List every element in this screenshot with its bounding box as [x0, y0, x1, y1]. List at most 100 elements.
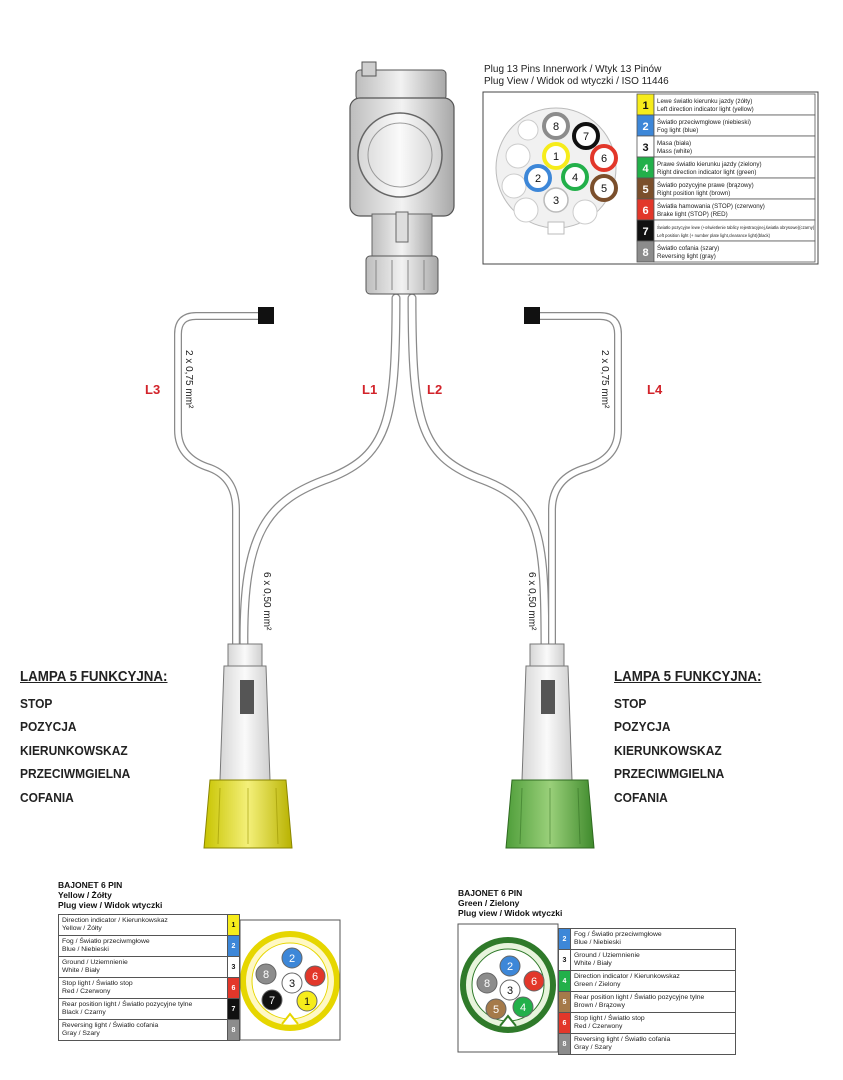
plug13-legend-num: 7 — [642, 226, 648, 238]
lampa-left-item-pozycja: POZYCJA — [20, 719, 77, 734]
plug13-pin-label-6: 6 — [601, 153, 607, 165]
cable-l2-outline — [407, 293, 550, 655]
plug13-pin-4: 4 — [561, 163, 589, 191]
bajonet-green-pin-6: 6 — [523, 970, 545, 992]
bajonet-yellow-legend-en: Stop light / Światło stop — [62, 980, 133, 987]
bajonet-yellow-legend-swatch: 8 — [227, 1019, 240, 1041]
cable-l4 — [529, 313, 621, 653]
bajonet-yellow-legend-en: Fog / Światło przeciwmgłowe — [62, 938, 150, 945]
spec-l3: 2 x 0,75 mm² — [183, 350, 194, 409]
bajonet-yellow-pin-2: 2 — [281, 947, 303, 969]
lampa-left-item-kierunkowskaz: KIERUNKOWSKAZ — [20, 742, 128, 758]
bajonet-green-heading: BAJONET 6 PIN Green / Zielony Plug view … — [458, 888, 562, 918]
plug13-title-line1: Plug 13 Pins Innerwork / Wtyk 13 Pinów — [484, 64, 662, 75]
plug13-legend-pl: Światła hamowania (STOP) (czerwony) — [657, 202, 765, 210]
plug13-legend-num: 8 — [642, 247, 648, 259]
bajonet-green-legend-pl: Blue / Niebieski — [574, 939, 621, 946]
bajonet-green-pin-label-8: 8 — [484, 978, 490, 990]
lampa-left-item-stop: STOP — [20, 695, 53, 711]
bajonet-yellow-legend-en: Direction indicator / Kierunkowskaz — [62, 917, 168, 924]
plug13-legend-num: 5 — [642, 184, 648, 196]
bajonet-yellow-pin-label-7: 7 — [269, 995, 275, 1007]
bajonet-yellow-connector — [203, 643, 293, 849]
plug13-pin-5: 5 — [590, 174, 618, 202]
bajonet-green-legend-swatch: 4 — [558, 970, 571, 992]
bajonet-green-legend-pl: Green / Zielony — [574, 981, 621, 988]
lampa-left-item-cofania: COFANIA — [20, 789, 74, 805]
bajonet-green-legend-pl: Red / Czerwony — [574, 1023, 623, 1030]
plug13-legend-en: Right direction indicator light (green) — [657, 169, 756, 176]
bajonet-green-legend-swatch: 8 — [558, 1033, 571, 1055]
plug13-legend-num: 1 — [642, 100, 648, 112]
plug13-pin-label-1: 1 — [553, 151, 559, 163]
bajonet-yellow-pin-label-1: 1 — [304, 996, 310, 1008]
plug13-legend-pl: Światło przeciwmgłowe (niebieski) — [657, 118, 751, 126]
bajonet-green-legend-en: Direction indicator / Kierunkowskaz — [574, 973, 680, 980]
lampa-right-item-pozycja: POZYCJA — [614, 719, 671, 734]
spec-right-thick: 6 x 0,50 mm² — [526, 572, 537, 631]
plug13-legend-row-7: 7 Światło pozycyjne lewe (+oświetlenie ta… — [636, 219, 816, 242]
bajonet-yellow-legend-en: Ground / Uziemnienie — [62, 959, 128, 966]
bajonet-green-pin-8: 8 — [476, 972, 498, 994]
cable-l3 — [175, 313, 265, 653]
lampa-left-heading: LAMPA 5 FUNKCYJNA: — [20, 669, 168, 685]
bajonet-yellow-pin-8: 8 — [255, 963, 277, 985]
cable-l2 — [408, 294, 549, 654]
plug13-legend-en: Brake light (STOP) (RED) — [657, 211, 728, 218]
bajonet-green-pin-5: 5 — [485, 998, 507, 1020]
bajonet-yellow-legend-pl: Yellow / Żółty — [62, 925, 102, 932]
cable-l3-terminal — [258, 307, 274, 324]
lampa-left-item-przeciwmgielna: PRZECIWMGIELNA — [20, 766, 131, 781]
plug13-legend-num: 4 — [642, 163, 649, 175]
bajonet-yellow-title3: Plug view / Widok wtyczki — [58, 900, 163, 910]
bajonet-yellow-title1: BAJONET 6 PIN — [58, 880, 123, 890]
plug13-legend-pl: Prawe światło kierunku jazdy (zielony) — [657, 161, 762, 168]
bajonet-yellow-legend-swatch: 3 — [227, 956, 240, 978]
bajonet-yellow-face-frame — [239, 919, 341, 1041]
lampa-right-item-cofania: COFANIA — [614, 789, 668, 805]
bajonet-yellow-pin-6: 6 — [304, 965, 326, 987]
bajonet-yellow-legend-swatch: 2 — [227, 935, 240, 957]
bajonet-yellow-pin-label-2: 2 — [289, 953, 295, 965]
lampa-left: LAMPA 5 FUNKCYJNA: STOP POZYCJA KIERUNKO… — [20, 666, 167, 809]
bajonet-green-legend-en: Ground / Uziemnienie — [574, 952, 640, 959]
plug13-pin-2: 2 — [524, 164, 552, 192]
bajonet-yellow-legend-swatch: 7 — [227, 998, 240, 1020]
bajonet-green-pin-label-2: 2 — [507, 961, 513, 973]
lampa-right-item-stop: STOP — [614, 695, 647, 711]
plug13-legend-pl: Światło pozycyjne lewe (+oświetlenie tab… — [657, 225, 815, 230]
bajonet-green-pin-label-6: 6 — [531, 976, 537, 988]
plug13-legend-pl: Lewe światło kierunku jazdy (żółty) — [657, 98, 752, 105]
plug13-legend-row-4: 4 Prawe światło kierunku jazdy (zielony)R… — [636, 156, 816, 179]
plug13-legend-pl: Światło cofania (szary) — [657, 244, 719, 252]
spec-left-thick: 6 x 0,50 mm² — [261, 572, 272, 631]
plug13-legend-pl: Światło pozycyjne prawe (brązowy) — [657, 181, 754, 189]
plug13-pin-label-5: 5 — [601, 183, 607, 195]
bajonet-yellow-heading: BAJONET 6 PIN Yellow / Żółty Plug view /… — [58, 880, 162, 910]
lampa-right: LAMPA 5 FUNKCYJNA: STOP POZYCJA KIERUNKO… — [614, 666, 761, 809]
label-l2: L2 — [427, 382, 442, 397]
plug13-legend-en: Left position light (+ number plate ligh… — [657, 233, 771, 238]
plug13-pin-label-7: 7 — [583, 131, 589, 143]
plug13-title-line2: Plug View / Widok od wtyczki / ISO 11446 — [484, 76, 669, 87]
bajonet-yellow-legend-pl: Gray / Szary — [62, 1030, 100, 1037]
lampa-right-item-przeciwmgielna: PRZECIWMGIELNA — [614, 766, 725, 781]
